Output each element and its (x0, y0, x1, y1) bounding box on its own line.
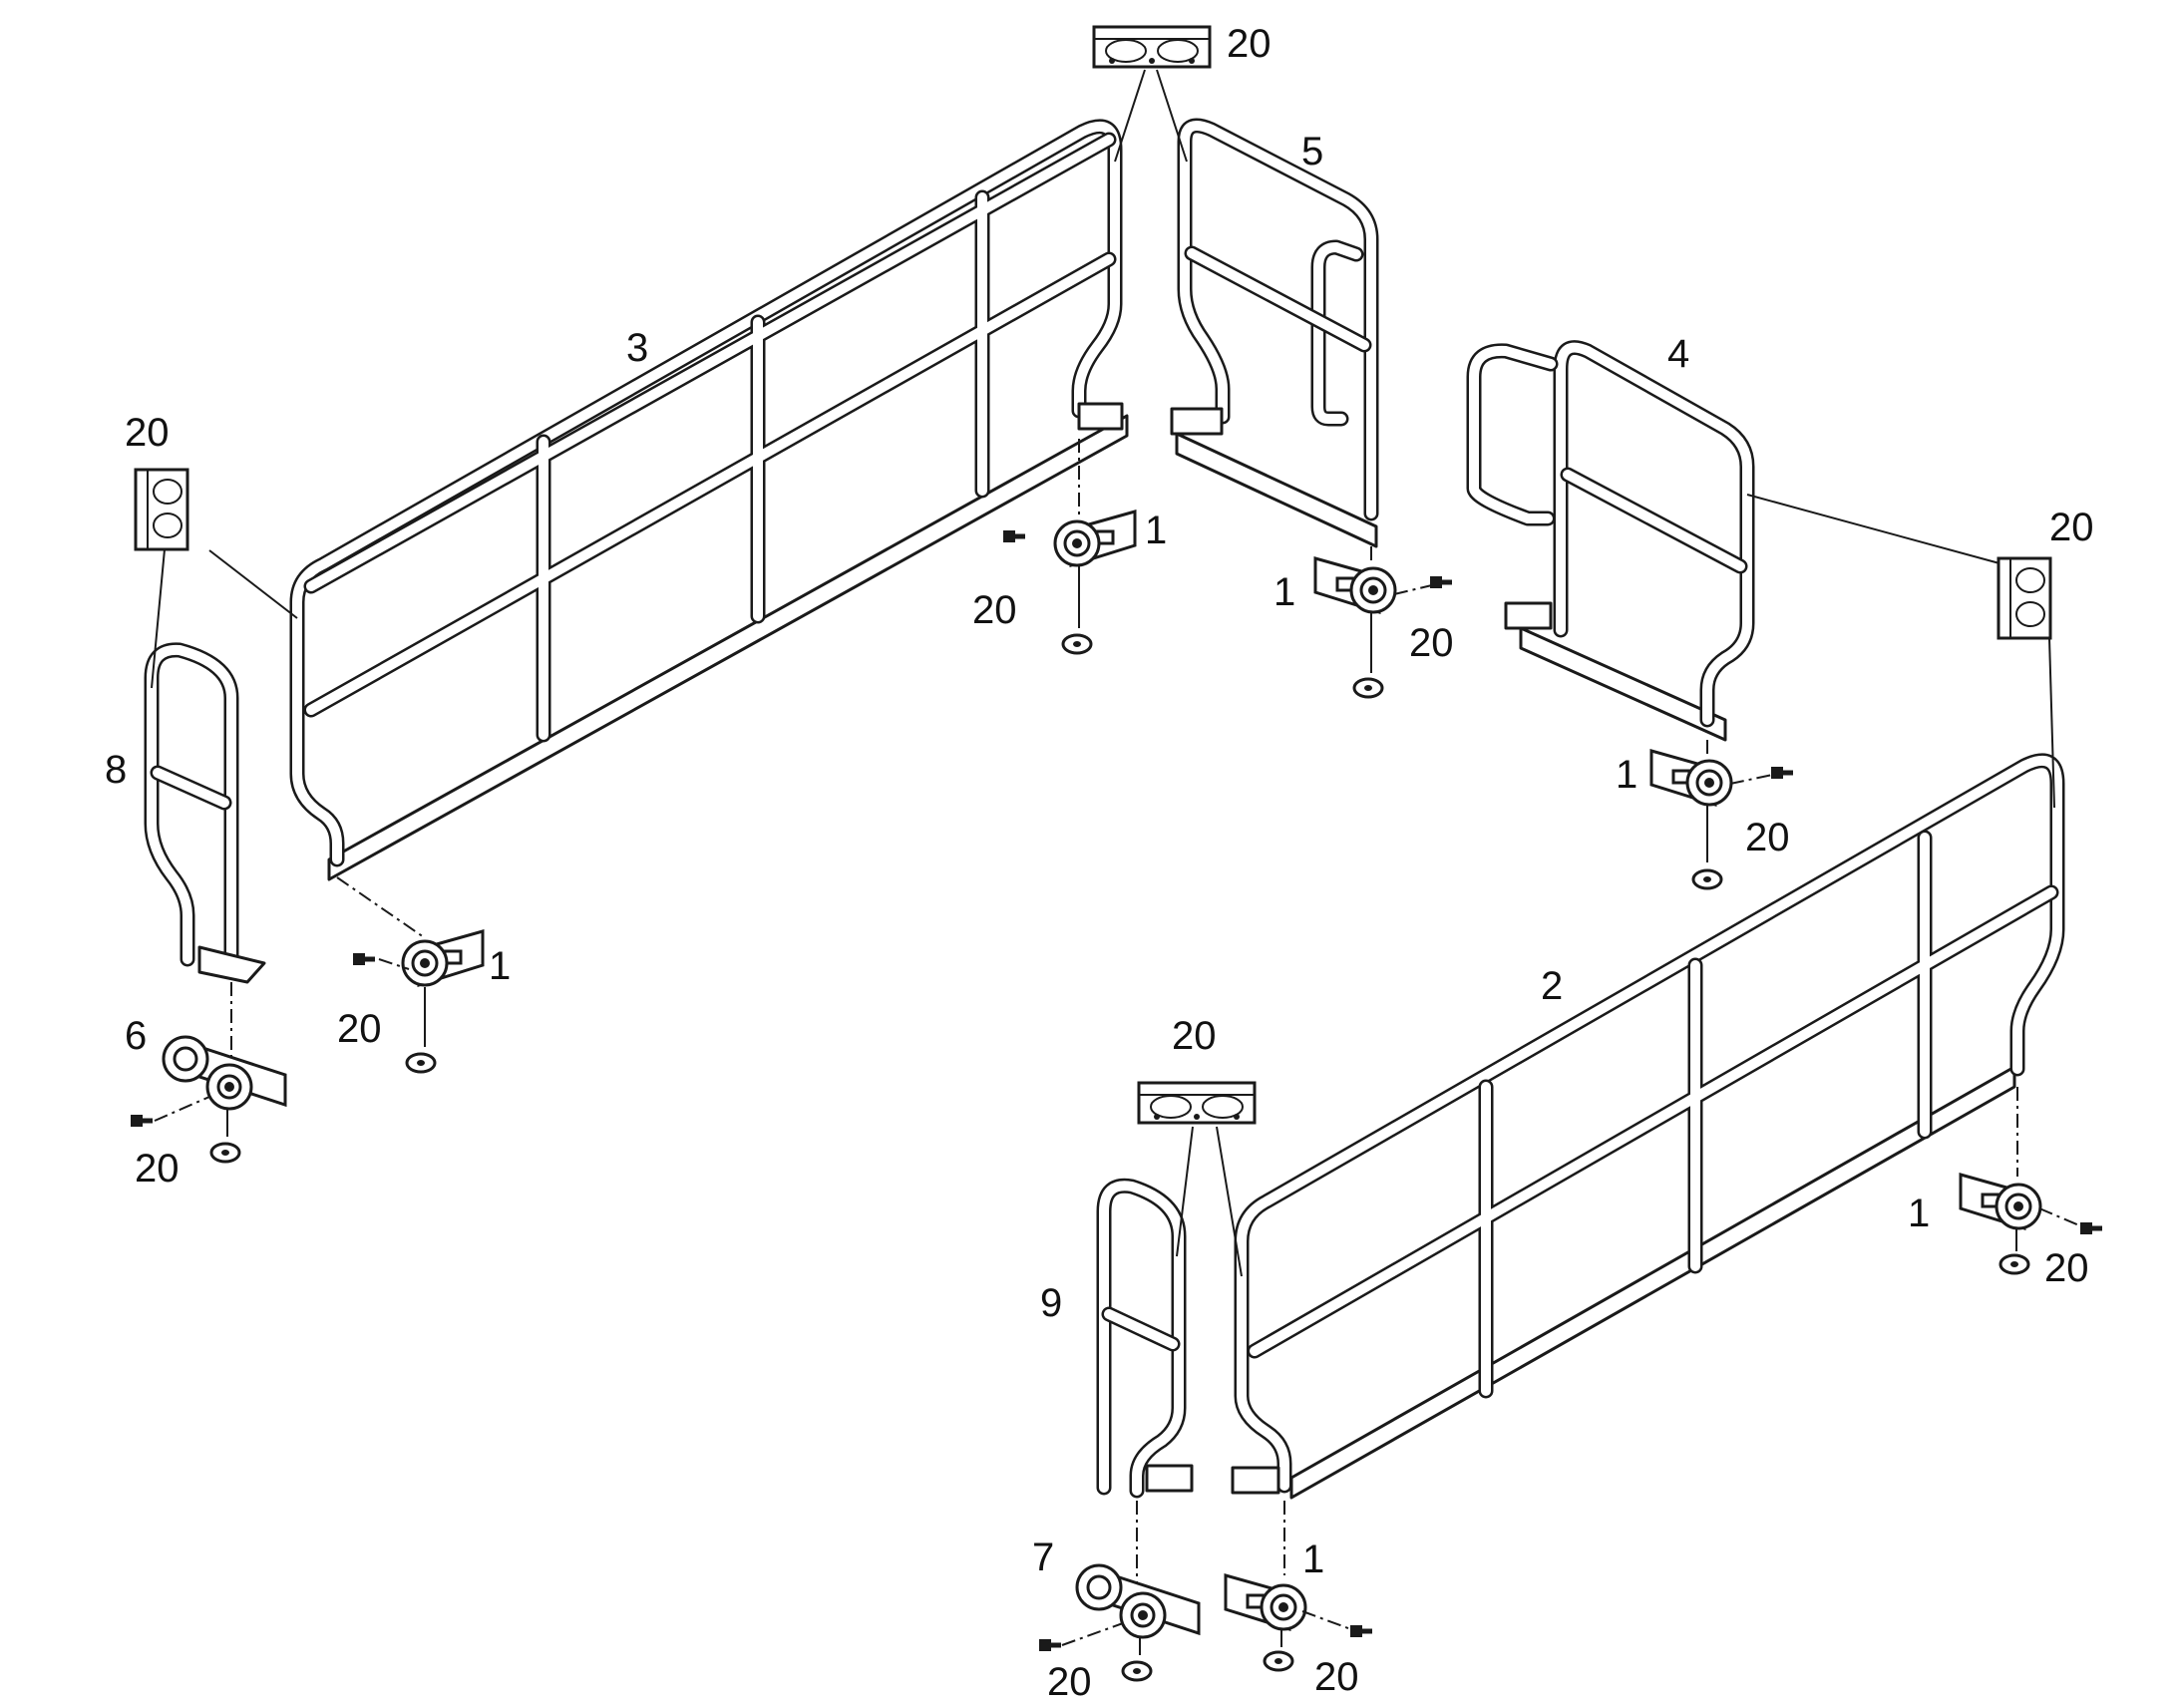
toe-board-4 (1519, 626, 1727, 742)
foot-assembly-4 (1649, 740, 1793, 890)
callout-20-part6: 20 (135, 1147, 180, 1191)
callout-5: 5 (1301, 130, 1323, 173)
callout-2: 2 (1541, 964, 1563, 1008)
leader-lines (151, 69, 2055, 1277)
callout-20-part4: 20 (1745, 816, 1790, 859)
callout-20-part2: 20 (2044, 1246, 2089, 1290)
callout-labels: 3 5 4 2 8 9 6 7 20 20 20 20 1 20 1 20 1 … (105, 22, 2094, 1704)
callout-1-part5: 1 (1273, 570, 1295, 614)
callout-20-right: 20 (2049, 506, 2094, 549)
callout-1-part2: 1 (1908, 1192, 1930, 1235)
double-foot-assembly-7 (1039, 1501, 1201, 1682)
railing-part-2 (1231, 753, 2065, 1500)
callout-1-part3b: 1 (1145, 509, 1167, 552)
callout-1-part3: 1 (489, 944, 511, 988)
callout-20-left: 20 (125, 411, 170, 455)
callout-4: 4 (1667, 332, 1689, 376)
toe-board-3 (327, 414, 1129, 881)
connector-top (1092, 25, 1212, 69)
railing-part-4 (1466, 340, 1755, 742)
callout-20-part9: 20 (1314, 1655, 1359, 1699)
callout-1-part4: 1 (1616, 753, 1637, 797)
callout-20-part7: 20 (1047, 1660, 1092, 1704)
callout-3: 3 (626, 326, 648, 370)
railing-part-9 (1096, 1178, 1194, 1499)
callout-6: 6 (125, 1014, 147, 1058)
callout-20-mid: 20 (1172, 1014, 1217, 1058)
foot-assembly-3a (336, 876, 485, 1074)
railing-part-8 (144, 642, 266, 984)
callout-8: 8 (105, 748, 127, 792)
callout-20-top: 20 (1227, 22, 1272, 66)
double-foot-assembly-6 (131, 982, 287, 1164)
railing-part-3 (289, 119, 1129, 881)
connector-left (134, 468, 189, 551)
callout-20-part3b: 20 (972, 588, 1017, 632)
toe-board-2 (1289, 1065, 2016, 1500)
callout-1-part9: 1 (1302, 1537, 1324, 1581)
foot-assembly-2 (1959, 1087, 2102, 1275)
foot-assembly-3b (1003, 439, 1137, 655)
connector-mid (1137, 1081, 1257, 1125)
connector-right (1997, 556, 2052, 640)
callout-9: 9 (1040, 1281, 1062, 1325)
railing-part-5 (1170, 118, 1379, 548)
callout-20-part3: 20 (337, 1007, 382, 1051)
toe-board-5 (1175, 432, 1378, 548)
callout-7: 7 (1032, 1536, 1054, 1579)
foot-assembly-5 (1313, 546, 1452, 699)
callout-20-part5: 20 (1409, 621, 1454, 665)
foot-assembly-9 (1224, 1501, 1372, 1672)
